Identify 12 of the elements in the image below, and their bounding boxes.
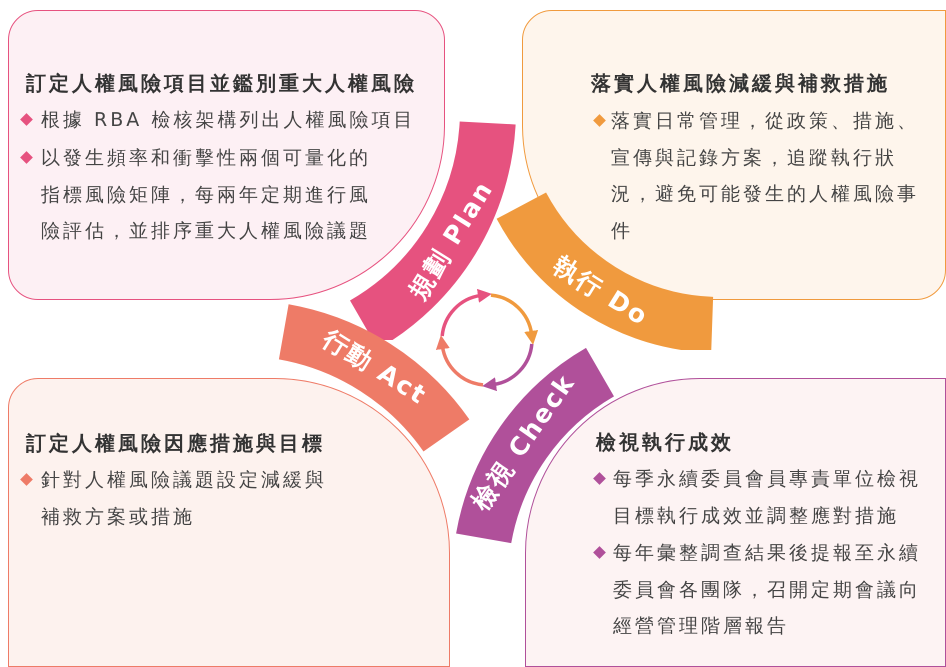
- bullet-text: 每季永續委員會員專責單位檢視目標執行成效並調整應對措施: [613, 467, 922, 528]
- band-label: 執行 Do: [546, 249, 655, 334]
- card-heading: 檢視執行成效: [596, 429, 734, 456]
- bullet-text: 以發生頻率和衝擊性兩個可量化的指標風險矩陣，每兩年定期進行風險評估，並排序重大人權風險議題: [41, 146, 372, 244]
- bullet-text: 落實日常管理，從政策、措施、宣傳與記錄方案，追蹤執行狀況，避免可能發生的人權風險事件: [611, 109, 920, 244]
- card-heading: 訂定人權風險因應措施與目標: [26, 430, 325, 457]
- bullet-text: 根據 RBA 檢核架構列出人權風險項目: [41, 108, 416, 133]
- card-heading: 訂定人權風險項目並鑑別重大人權風險: [26, 70, 417, 97]
- bullet-text: 每年彙整調查結果後提報至永續委員會各團隊，召開定期會議向經營管理階層報告: [613, 541, 922, 639]
- band-label: 行動 Act: [317, 323, 434, 412]
- card-heading: 落實人權風險減緩與補救措施: [591, 70, 890, 97]
- bullet-text: 針對人權風險議題設定減緩與補救方案或措施: [41, 468, 328, 530]
